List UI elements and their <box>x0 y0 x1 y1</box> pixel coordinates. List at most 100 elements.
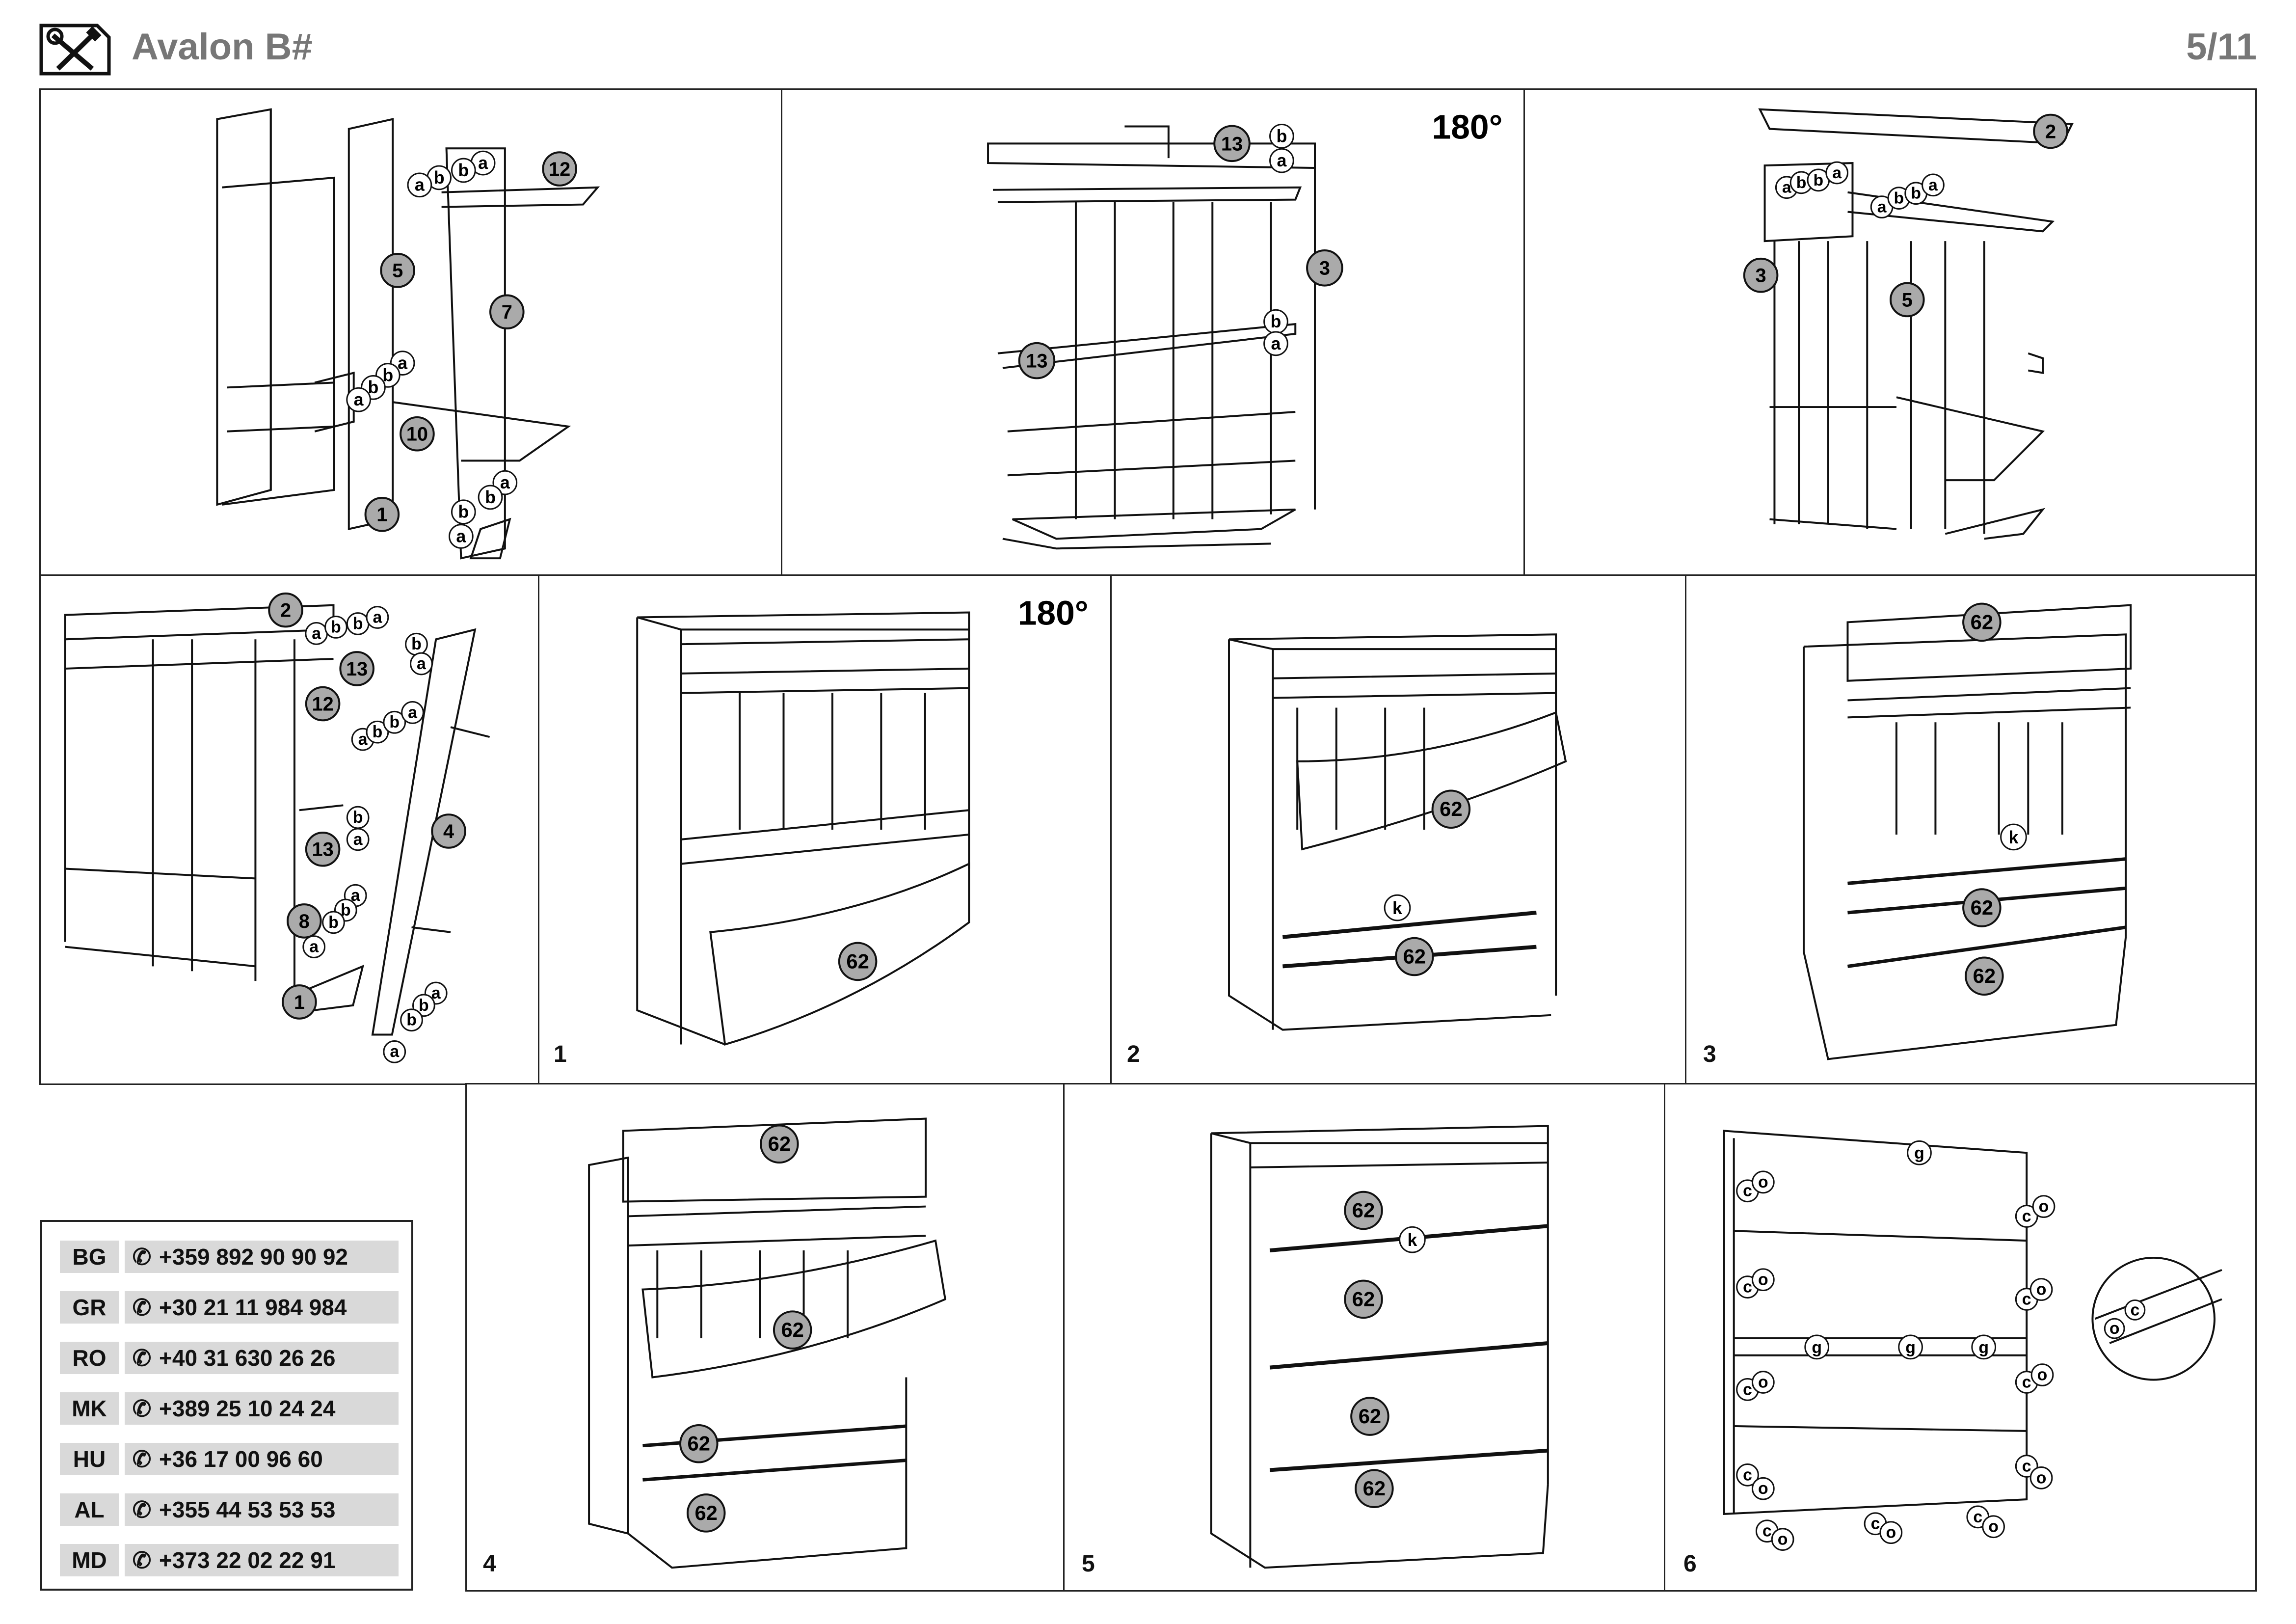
svg-text:b: b <box>1276 126 1287 146</box>
svg-text:10: 10 <box>406 424 428 445</box>
svg-text:o: o <box>1758 1479 1768 1498</box>
contact-row-mk: MK ✆+389 25 10 24 24 <box>60 1392 399 1425</box>
svg-text:a: a <box>312 624 321 643</box>
svg-text:o: o <box>1758 1271 1768 1289</box>
step-number: 3 <box>1703 1041 1716 1067</box>
svg-text:180°: 180° <box>1432 108 1503 146</box>
contact-row-al: AL ✆+355 44 53 53 53 <box>60 1493 399 1526</box>
contact-row-md: MD ✆+373 22 02 22 91 <box>60 1544 399 1576</box>
svg-text:a: a <box>1782 178 1791 197</box>
page-number: 5/11 <box>2186 26 2257 68</box>
svg-text:g: g <box>1812 1338 1822 1357</box>
svg-text:o: o <box>2037 1365 2048 1384</box>
svg-text:b: b <box>1271 312 1281 331</box>
phone-icon: ✆ <box>132 1396 152 1421</box>
phone-icon: ✆ <box>132 1345 152 1371</box>
svg-text:b: b <box>406 1011 417 1029</box>
svg-text:62: 62 <box>768 1132 791 1155</box>
svg-text:a: a <box>354 390 364 409</box>
svg-text:a: a <box>353 830 363 849</box>
svg-text:o: o <box>2039 1197 2049 1216</box>
svg-text:b: b <box>353 808 363 827</box>
phone-number: ✆+30 21 11 984 984 <box>125 1291 399 1324</box>
svg-text:180°: 180° <box>1018 594 1089 632</box>
svg-text:c: c <box>2131 1300 2140 1319</box>
contact-row-gr: GR ✆+30 21 11 984 984 <box>60 1291 399 1324</box>
svg-text:o: o <box>2036 1468 2047 1487</box>
svg-text:62: 62 <box>1971 610 1993 633</box>
svg-text:a: a <box>1877 197 1887 216</box>
svg-text:a: a <box>1271 334 1281 353</box>
svg-text:a: a <box>1277 151 1287 170</box>
svg-text:62: 62 <box>1971 896 1993 919</box>
svg-text:c: c <box>1743 1380 1752 1399</box>
svg-text:5: 5 <box>392 260 403 282</box>
svg-text:o: o <box>1988 1517 1999 1536</box>
tools-icon <box>39 24 111 76</box>
svg-text:a: a <box>408 703 418 722</box>
phone-number: ✆+40 31 630 26 26 <box>125 1342 399 1374</box>
svg-text:13: 13 <box>1026 351 1047 372</box>
svg-text:b: b <box>331 618 341 636</box>
svg-text:13: 13 <box>346 658 368 680</box>
svg-text:62: 62 <box>688 1432 710 1455</box>
svg-text:b: b <box>419 996 429 1015</box>
contact-row-ro: RO ✆+40 31 630 26 26 <box>60 1342 399 1374</box>
svg-text:b: b <box>382 365 393 385</box>
svg-text:o: o <box>2036 1280 2047 1299</box>
svg-text:4: 4 <box>443 821 454 842</box>
svg-text:c: c <box>1871 1515 1880 1533</box>
svg-text:62: 62 <box>694 1501 717 1524</box>
contact-row-bg: BG ✆+359 892 90 90 92 <box>60 1241 399 1273</box>
svg-text:1: 1 <box>376 504 387 526</box>
svg-text:c: c <box>2022 1373 2031 1391</box>
svg-text:b: b <box>389 713 400 731</box>
svg-text:b: b <box>368 378 379 397</box>
panel-row3-a: 62 62 62 62 <box>465 1083 1065 1592</box>
phone-icon: ✆ <box>132 1244 152 1270</box>
panel-row2-b: 180° 62 <box>538 574 1112 1085</box>
svg-text:62: 62 <box>781 1318 803 1341</box>
svg-text:b: b <box>353 614 363 633</box>
svg-text:k: k <box>1392 898 1402 918</box>
country-code: AL <box>60 1493 119 1526</box>
svg-text:c: c <box>1743 1278 1752 1297</box>
country-code: BG <box>60 1241 119 1273</box>
svg-text:12: 12 <box>312 693 333 715</box>
svg-text:o: o <box>1886 1523 1896 1542</box>
phone-icon: ✆ <box>132 1547 152 1573</box>
svg-text:a: a <box>373 608 383 626</box>
country-code: GR <box>60 1291 119 1324</box>
svg-text:b: b <box>1894 189 1904 208</box>
phone-number: ✆+359 892 90 90 92 <box>125 1241 399 1273</box>
svg-text:c: c <box>1973 1508 1982 1526</box>
assembly-illustration: 180° 62 <box>636 594 1089 1046</box>
svg-text:o: o <box>1758 1373 1768 1391</box>
svg-text:k: k <box>2009 828 2019 847</box>
country-code: MD <box>60 1544 119 1576</box>
step-number: 5 <box>1082 1551 1095 1577</box>
svg-text:c: c <box>1743 1465 1752 1484</box>
svg-text:b: b <box>458 161 469 180</box>
svg-text:g: g <box>1905 1338 1916 1357</box>
svg-text:b: b <box>458 502 469 522</box>
svg-text:a: a <box>417 654 427 673</box>
svg-text:a: a <box>478 153 488 173</box>
svg-text:b: b <box>485 487 496 507</box>
svg-text:b: b <box>411 635 422 653</box>
country-code: HU <box>60 1443 119 1475</box>
svg-text:b: b <box>1814 171 1824 189</box>
step-number: 6 <box>1683 1551 1697 1577</box>
svg-text:5: 5 <box>1902 289 1913 311</box>
